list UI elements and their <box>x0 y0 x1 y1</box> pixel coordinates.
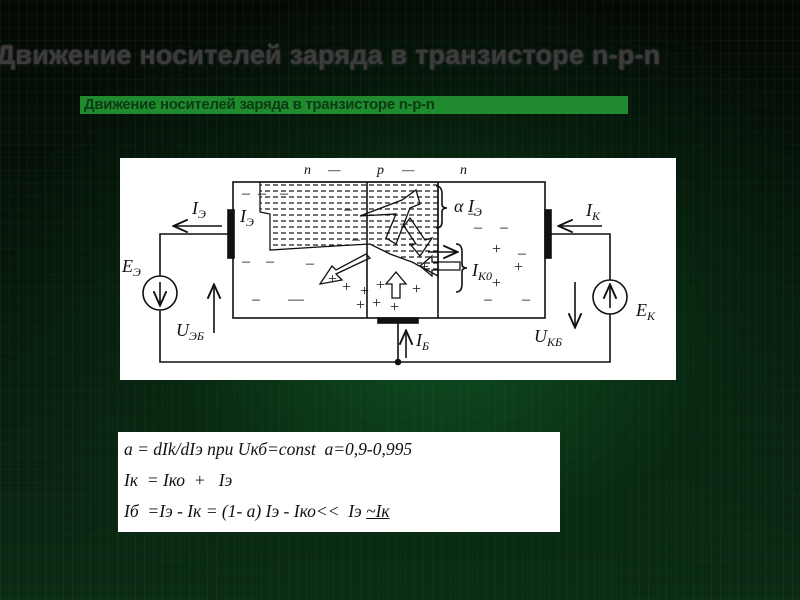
hole: + <box>492 241 501 258</box>
region-label-dash2: — <box>401 163 415 178</box>
collector-circuit-wire <box>551 233 611 280</box>
hole: + <box>342 279 351 296</box>
region-label-dash1: — <box>327 163 341 178</box>
electron: – <box>517 245 527 262</box>
hole: + <box>492 275 501 292</box>
electron: – <box>279 185 289 202</box>
electron: – <box>251 291 261 308</box>
formula-base-current-main: Iб =Iэ - Iк = (1- a) Iэ - Iко<< Iэ <box>124 501 367 521</box>
brace-alpha-ie <box>435 185 448 229</box>
electron: – <box>351 231 361 248</box>
subtitle-bar: Движение носителей заряда в транзисторе … <box>80 96 628 114</box>
slide-subtitle: Движение носителей заряда в транзисторе … <box>84 96 435 113</box>
electron: – <box>241 253 251 270</box>
transistor-diagram: n — p — n – – – – – – – – – – – – – – – … <box>120 158 676 380</box>
electron: – <box>295 291 305 308</box>
electron: – <box>257 185 267 202</box>
label-base-current: IБ <box>415 330 429 353</box>
label-emitter-current: IЭ <box>191 198 206 221</box>
emitter-circuit-wire <box>159 233 228 276</box>
formula-approx: ~Iк <box>366 501 390 521</box>
base-contact <box>377 317 419 324</box>
electron: – <box>305 255 315 272</box>
label-ik0: IК0 <box>471 260 492 283</box>
region-label-n2: n <box>460 163 467 178</box>
brace-ik0 <box>455 243 468 293</box>
collector-source-symbol <box>592 279 628 315</box>
hole: + <box>360 283 369 300</box>
ik0-flow-arrow <box>418 254 461 278</box>
injection-region <box>259 181 439 278</box>
electron: – <box>287 291 297 308</box>
label-ueb: UЭБ <box>176 320 204 343</box>
slide-title: Движение носителей заряда в транзисторе … <box>0 40 661 70</box>
formula-base-current: Iб =Iэ - Iк = (1- a) Iэ - Iко<< Iэ ~Iк <box>124 501 390 522</box>
hole: + <box>372 295 381 312</box>
base-node <box>394 358 402 366</box>
region-label-n1: n <box>304 163 311 178</box>
hole-flow-arrow <box>318 253 372 285</box>
electron: – <box>521 291 531 308</box>
hole: + <box>328 271 337 288</box>
hole: + <box>376 277 385 294</box>
label-emitter-current-inner: IЭ <box>239 206 254 229</box>
label-alpha-ie: α IЭ <box>454 196 482 219</box>
emitter-circuit-return <box>159 310 399 363</box>
hole: + <box>514 259 523 276</box>
collector-circuit-return <box>398 314 611 363</box>
electron-flow-arrow-2 <box>403 216 434 258</box>
formula-alpha: a = dIk/dIэ при Uкб=const a=0,9-0,995 <box>124 439 413 459</box>
hole: + <box>412 281 421 298</box>
electron: – <box>473 219 483 236</box>
region-label-p: p <box>376 163 384 178</box>
recombination-arrow <box>384 270 408 299</box>
electron: – <box>399 215 409 232</box>
electron: – <box>343 201 353 218</box>
formula-panel: a = dIk/dIэ при Uкб=const a=0,9-0,995 Iк… <box>118 432 560 532</box>
formula-collector-current: Iк = Iко + Iэ <box>124 470 233 490</box>
collector-contact <box>544 209 552 259</box>
label-ukb: UКБ <box>534 326 562 349</box>
emitter-source-symbol <box>142 275 178 311</box>
electron: – <box>499 219 509 236</box>
hole: + <box>390 299 399 316</box>
label-collector-current: IК <box>585 200 601 223</box>
emitter-contact <box>227 209 235 259</box>
label-emitter-source: EЭ <box>121 256 141 279</box>
transistor-diagram-svg: n — p — n – – – – – – – – – – – – – – – … <box>121 163 656 366</box>
electron: – <box>467 205 477 222</box>
hole: + <box>356 297 365 314</box>
electron: – <box>241 185 251 202</box>
electron: – <box>265 253 275 270</box>
hole: + <box>420 259 429 276</box>
electron: – <box>483 291 493 308</box>
electron-flow-arrow <box>359 188 421 245</box>
label-collector-source: EК <box>635 300 656 323</box>
